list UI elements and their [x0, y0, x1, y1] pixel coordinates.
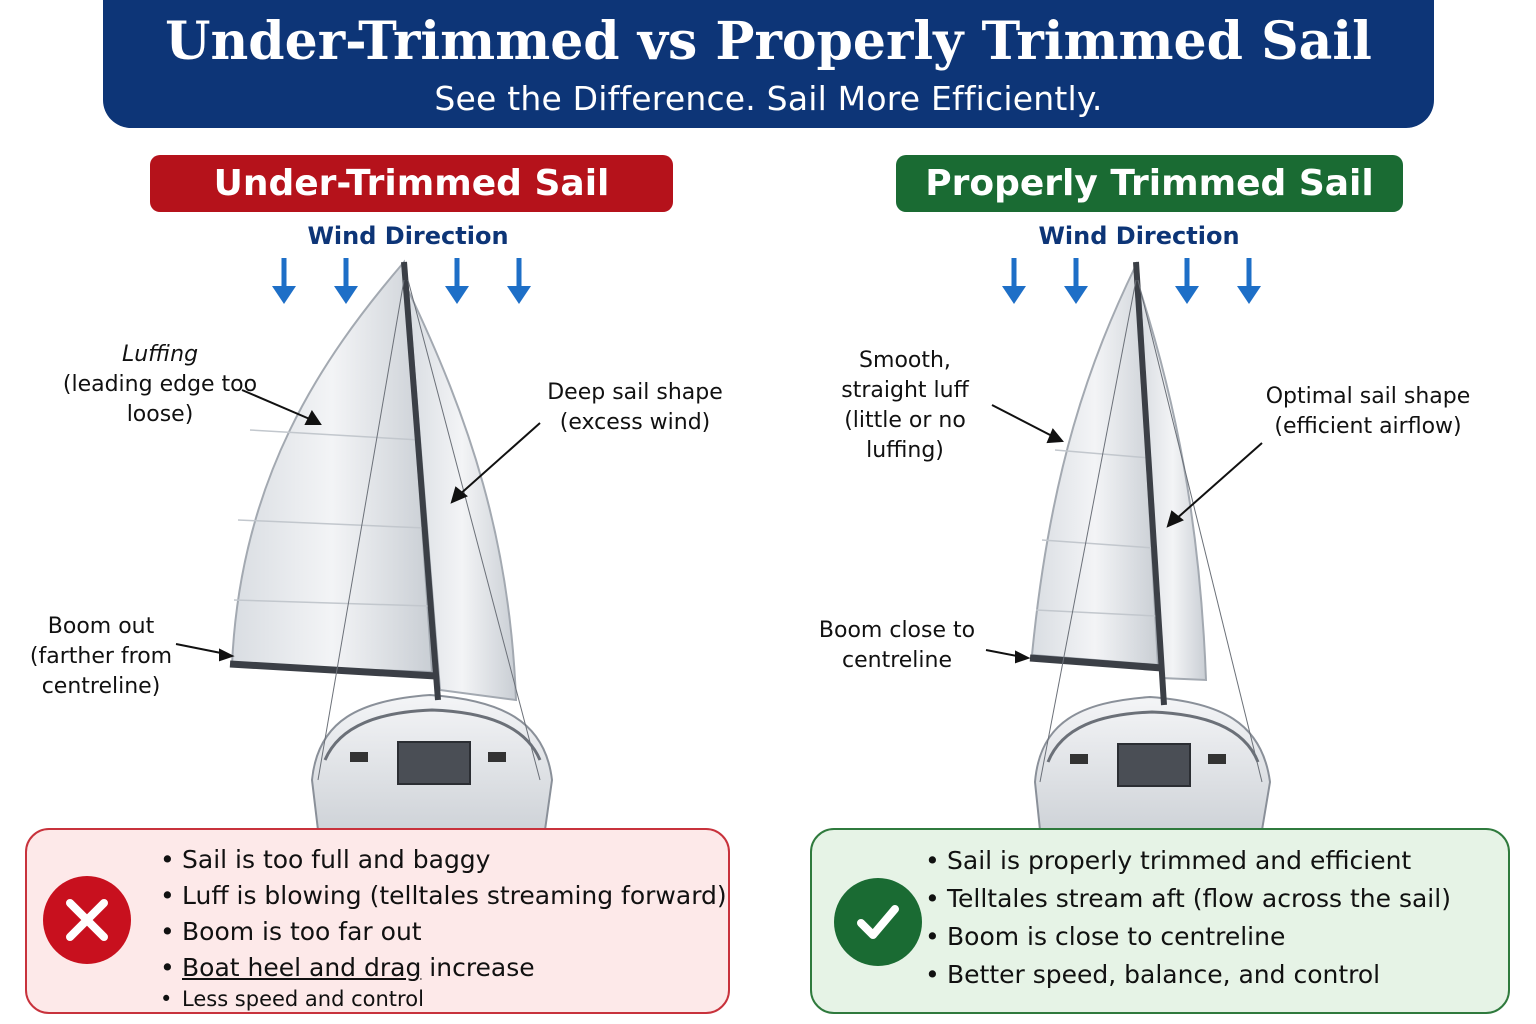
- list-item: Boom is close to centreline: [925, 918, 1451, 956]
- properly-trimmed-heading: Properly Trimmed Sail: [896, 155, 1403, 212]
- wind-arrow-icon: [1002, 258, 1026, 304]
- boom-close-callout: Boom close to centreline: [818, 618, 976, 673]
- list-item: Telltales stream aft (flow across the sa…: [925, 880, 1451, 918]
- deep-sail-shape-callout: Deep sail shape (excess wind): [547, 380, 723, 435]
- wind-arrow-icon: [272, 258, 296, 304]
- under-trimmed-summary-box: Sail is too full and baggy Luff is blowi…: [25, 828, 730, 1014]
- wind-direction-label-left: Wind Direction: [307, 222, 509, 250]
- heel-drag-rest: increase: [421, 953, 535, 982]
- optimal-sail-shape-callout: Optimal sail shape (efficient airflow): [1265, 384, 1471, 439]
- heel-drag-underlined: Boat heel and drag: [182, 953, 422, 982]
- boom-out-callout: Boom out (farther from centreline): [29, 614, 173, 699]
- x-mark-icon: [43, 876, 131, 964]
- header-banner: Under-Trimmed vs Properly Trimmed Sail S…: [103, 0, 1434, 128]
- wind-arrow-icon: [445, 258, 469, 304]
- list-item: Luff is blowing (telltales streaming for…: [160, 878, 727, 914]
- list-item: Better speed, balance, and control: [925, 956, 1451, 994]
- luffing-callout-desc: (leading edge too loose): [62, 372, 258, 427]
- properly-trimmed-summary-box: Sail is properly trimmed and efficient T…: [810, 828, 1510, 1014]
- luffing-callout-title: Luffing: [121, 342, 199, 367]
- list-item: Sail is too full and baggy: [160, 842, 727, 878]
- wind-arrow-icon: [507, 258, 531, 304]
- wind-arrow-icon: [334, 258, 358, 304]
- page-subtitle: See the Difference. Sail More Efficientl…: [434, 79, 1103, 118]
- under-trimmed-heading: Under-Trimmed Sail: [150, 155, 673, 212]
- under-trimmed-boat: [229, 259, 554, 831]
- properly-trimmed-bullet-list: Sail is properly trimmed and efficient T…: [925, 842, 1451, 994]
- list-item: Sail is properly trimmed and efficient: [925, 842, 1451, 880]
- wind-arrow-icon: [1237, 258, 1261, 304]
- luffing-callout: Luffing (leading edge too loose): [60, 340, 260, 430]
- wind-arrow-icon: [1064, 258, 1088, 304]
- under-trimmed-bullet-list: Sail is too full and baggy Luff is blowi…: [160, 842, 727, 1012]
- wind-direction-label-right: Wind Direction: [1038, 222, 1240, 250]
- check-mark-icon: [834, 878, 922, 966]
- list-item: Boom is too far out: [160, 914, 727, 950]
- page-title: Under-Trimmed vs Properly Trimmed Sail: [165, 11, 1372, 72]
- smooth-luff-callout: Smooth, straight luff (little or no luff…: [841, 348, 969, 463]
- list-item: Less speed and control: [160, 986, 727, 1012]
- properly-trimmed-boat: [1029, 261, 1272, 831]
- wind-arrow-icon: [1175, 258, 1199, 304]
- list-item: Boat heel and drag increase: [160, 950, 727, 986]
